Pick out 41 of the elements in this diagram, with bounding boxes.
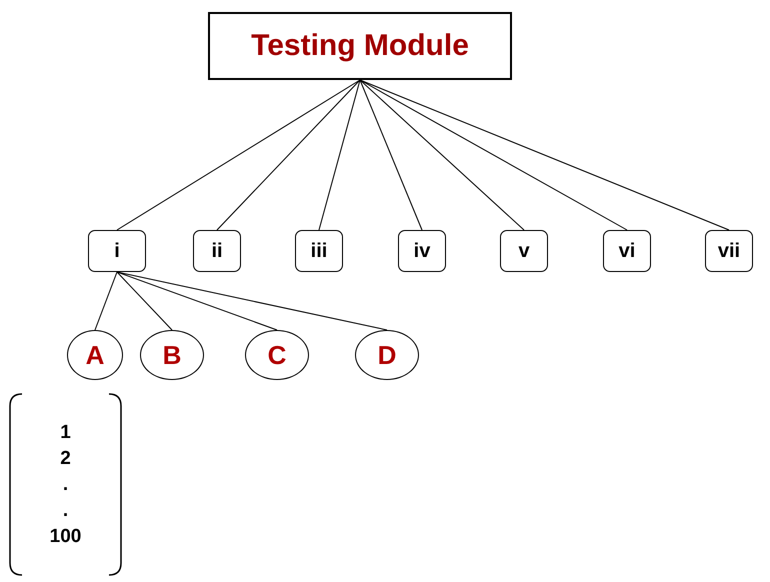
connector-line <box>318 80 360 230</box>
category-box <box>295 230 343 272</box>
node-label: vi <box>618 240 636 262</box>
node-label: Testing Module <box>251 29 469 63</box>
connector-line <box>116 272 278 330</box>
subcategory-circle <box>355 330 419 380</box>
node-label: vii <box>718 240 740 262</box>
node-label: C <box>268 340 286 370</box>
connector-line <box>360 80 730 230</box>
node-label: D <box>378 340 396 370</box>
module-box <box>208 12 512 80</box>
list-item: . <box>62 472 68 496</box>
connector-line <box>360 80 422 230</box>
category-box <box>705 230 753 272</box>
connector-line <box>360 80 524 230</box>
category-box <box>88 230 146 272</box>
subcategory-circle <box>140 330 204 380</box>
node-label: A <box>86 340 104 370</box>
node-label: i <box>114 240 120 262</box>
connector-line <box>216 80 360 230</box>
connector-line <box>116 272 172 330</box>
node-label: iii <box>310 240 328 262</box>
category-box <box>193 230 241 272</box>
node-label: iv <box>414 240 430 262</box>
list-item: 100 <box>50 524 82 548</box>
connector-line <box>116 272 388 330</box>
subcategory-circle <box>67 330 123 380</box>
connector-line <box>116 80 360 230</box>
subcategory-circle <box>245 330 309 380</box>
category-box <box>603 230 651 272</box>
node-label: B <box>162 340 182 370</box>
list-item: . <box>62 498 68 522</box>
list-item: 1 <box>60 420 71 444</box>
connector-line <box>360 80 628 230</box>
connector-line <box>94 272 118 330</box>
node-label: v <box>518 240 530 262</box>
node-label: ii <box>211 240 223 262</box>
category-box <box>500 230 548 272</box>
category-box <box>398 230 446 272</box>
list-item: 2 <box>60 446 71 470</box>
list-bracket <box>8 392 123 577</box>
